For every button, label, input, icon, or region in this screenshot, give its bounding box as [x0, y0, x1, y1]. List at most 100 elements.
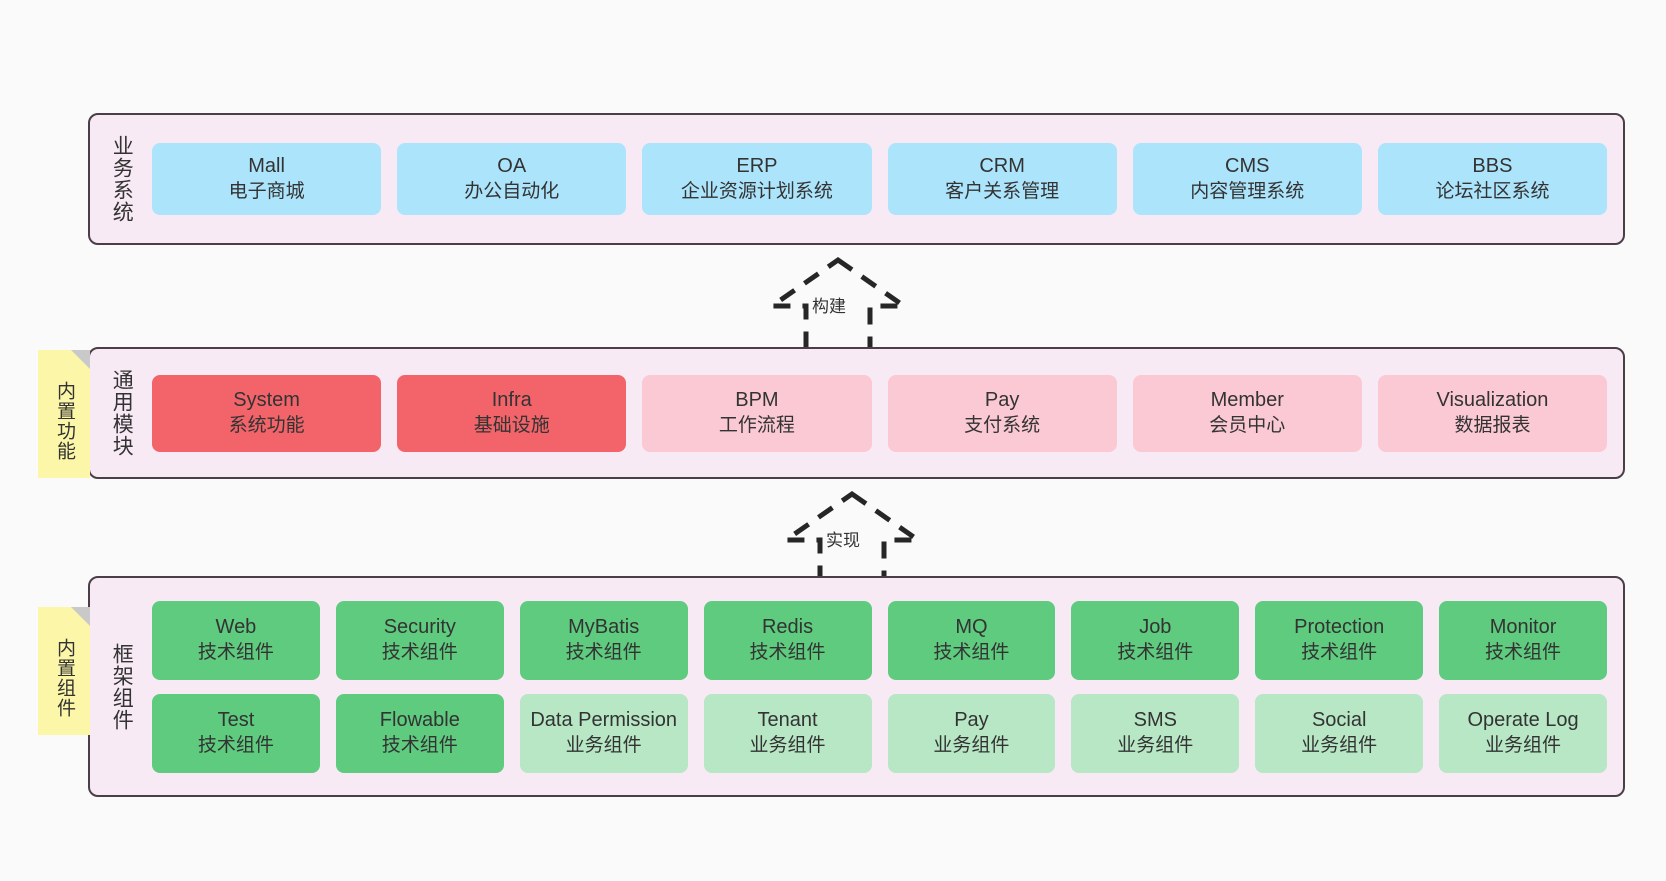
card-cms[interactable]: CMS 内容管理系统 [1132, 143, 1362, 215]
framework-components-row-2: Test 技术组件 Flowable 技术组件 Data Permission … [152, 693, 1607, 773]
card-oa[interactable]: OA 办公自动化 [397, 143, 627, 215]
card-system-name: System [233, 389, 300, 412]
card-test-name: Test [217, 709, 255, 732]
card-mq[interactable]: MQ 技术组件 [887, 600, 1056, 680]
card-mq-name: MQ [955, 616, 988, 639]
card-pay-component-desc: 业务组件 [933, 734, 1010, 756]
card-flowable-name: Flowable [379, 709, 460, 732]
card-bpm-desc: 工作流程 [718, 414, 795, 436]
card-tenant-desc: 业务组件 [749, 734, 826, 756]
card-bbs[interactable]: BBS 论坛社区系统 [1377, 143, 1608, 215]
card-tenant-name: Tenant [757, 709, 818, 732]
card-web-name: Web [215, 616, 257, 639]
card-security-name: Security [383, 616, 456, 639]
card-redis-name: Redis [761, 616, 814, 639]
card-job[interactable]: Job 技术组件 [1071, 600, 1240, 680]
card-mybatis[interactable]: MyBatis 技术组件 [519, 600, 688, 680]
card-social[interactable]: Social 业务组件 [1255, 693, 1424, 773]
card-pay-module-name: Pay [984, 389, 1020, 412]
layer-common-modules-title: 通用模块 [110, 369, 134, 457]
layer-business-systems-body: Mall 电子商城 OA 办公自动化 ERP 企业资源计划系统 CRM 客户关系… [144, 115, 1623, 243]
layer-framework-components-body: Web 技术组件 Security 技术组件 MyBatis 技术组件 Redi… [144, 578, 1623, 795]
sticky-note-builtin-components: 内置组件 [38, 607, 90, 735]
card-crm-desc: 客户关系管理 [945, 180, 1060, 202]
common-modules-row: System 系统功能 Infra 基础设施 BPM 工作流程 Pay 支付系统… [152, 374, 1608, 452]
arrow-build-icon [764, 256, 912, 357]
card-mq-desc: 技术组件 [933, 641, 1010, 663]
card-security-desc: 技术组件 [381, 641, 458, 663]
card-job-desc: 技术组件 [1117, 641, 1194, 663]
card-redis[interactable]: Redis 技术组件 [703, 600, 872, 680]
layer-framework-components: 框架组件 Web 技术组件 Security 技术组件 MyBatis 技术组件… [88, 576, 1625, 797]
sticky-note-builtin-features-label: 内置功能 [54, 381, 76, 461]
card-pay-component[interactable]: Pay 业务组件 [887, 693, 1056, 773]
card-operate-log[interactable]: Operate Log 业务组件 [1439, 693, 1607, 773]
card-data-permission[interactable]: Data Permission 业务组件 [519, 693, 688, 773]
card-test[interactable]: Test 技术组件 [152, 693, 320, 773]
card-protection[interactable]: Protection 技术组件 [1255, 600, 1424, 680]
arrow-build-label: 构建 [810, 292, 848, 317]
card-protection-desc: 技术组件 [1301, 641, 1378, 663]
card-crm-name: CRM [979, 155, 1025, 178]
card-visualization[interactable]: Visualization 数据报表 [1377, 374, 1608, 452]
card-cms-desc: 内容管理系统 [1190, 180, 1305, 202]
card-infra[interactable]: Infra 基础设施 [397, 374, 627, 452]
card-pay-component-name: Pay [954, 709, 989, 732]
card-sms-name: SMS [1133, 709, 1177, 732]
card-visualization-desc: 数据报表 [1454, 414, 1531, 436]
card-data-permission-desc: 业务组件 [565, 734, 642, 756]
page-fold-icon [71, 350, 90, 369]
layer-framework-components-title: 框架组件 [110, 642, 134, 731]
card-social-name: Social [1311, 709, 1367, 732]
card-member-desc: 会员中心 [1209, 414, 1286, 436]
card-member-name: Member [1210, 389, 1284, 412]
layer-common-modules: 通用模块 System 系统功能 Infra 基础设施 BPM 工作流程 Pay… [88, 347, 1625, 479]
card-mall-name: Mall [248, 155, 285, 178]
card-bbs-desc: 论坛社区系统 [1435, 180, 1550, 202]
card-test-desc: 技术组件 [197, 734, 274, 756]
card-erp-name: ERP [736, 155, 778, 178]
card-cms-name: CMS [1225, 155, 1270, 178]
card-mall[interactable]: Mall 电子商城 [152, 143, 382, 215]
card-visualization-name: Visualization [1436, 389, 1549, 412]
card-system-desc: 系统功能 [228, 414, 305, 436]
card-infra-name: Infra [491, 389, 532, 412]
card-flowable[interactable]: Flowable 技术组件 [335, 693, 504, 773]
sticky-note-builtin-components-label: 内置组件 [54, 638, 76, 718]
card-operate-log-desc: 业务组件 [1485, 734, 1562, 756]
sticky-note-builtin-features: 内置功能 [38, 350, 90, 478]
card-mybatis-desc: 技术组件 [565, 641, 642, 663]
card-monitor[interactable]: Monitor 技术组件 [1439, 600, 1607, 680]
card-monitor-desc: 技术组件 [1485, 641, 1562, 663]
card-sms[interactable]: SMS 业务组件 [1071, 693, 1240, 773]
card-bbs-name: BBS [1472, 155, 1513, 178]
layer-business-systems-title: 业务系统 [110, 135, 134, 223]
card-tenant[interactable]: Tenant 业务组件 [703, 693, 872, 773]
card-data-permission-name: Data Permission [530, 709, 678, 732]
card-job-name: Job [1139, 616, 1172, 639]
card-bpm[interactable]: BPM 工作流程 [642, 374, 872, 452]
card-system[interactable]: System 系统功能 [152, 374, 382, 452]
card-erp[interactable]: ERP 企业资源计划系统 [642, 143, 872, 215]
card-protection-name: Protection [1294, 616, 1385, 639]
card-social-desc: 业务组件 [1301, 734, 1378, 756]
arrow-build: 构建 [758, 256, 918, 357]
arrow-implement: 实现 [772, 490, 932, 591]
card-crm[interactable]: CRM 客户关系管理 [887, 143, 1117, 215]
card-pay-module-desc: 支付系统 [964, 414, 1041, 436]
framework-components-row-1: Web 技术组件 Security 技术组件 MyBatis 技术组件 Redi… [152, 600, 1607, 680]
card-security[interactable]: Security 技术组件 [335, 600, 504, 680]
layer-common-modules-body: System 系统功能 Infra 基础设施 BPM 工作流程 Pay 支付系统… [144, 349, 1623, 477]
card-infra-desc: 基础设施 [473, 414, 550, 436]
card-oa-desc: 办公自动化 [464, 180, 560, 202]
card-web[interactable]: Web 技术组件 [152, 600, 320, 680]
card-oa-name: OA [497, 155, 527, 178]
card-flowable-desc: 技术组件 [381, 734, 458, 756]
card-member[interactable]: Member 会员中心 [1132, 374, 1362, 452]
business-systems-row: Mall 电子商城 OA 办公自动化 ERP 企业资源计划系统 CRM 客户关系… [152, 143, 1608, 215]
card-operate-log-name: Operate Log [1467, 709, 1579, 732]
card-mybatis-name: MyBatis [568, 616, 640, 639]
arrow-implement-icon [778, 490, 926, 591]
card-pay-module[interactable]: Pay 支付系统 [887, 374, 1117, 452]
